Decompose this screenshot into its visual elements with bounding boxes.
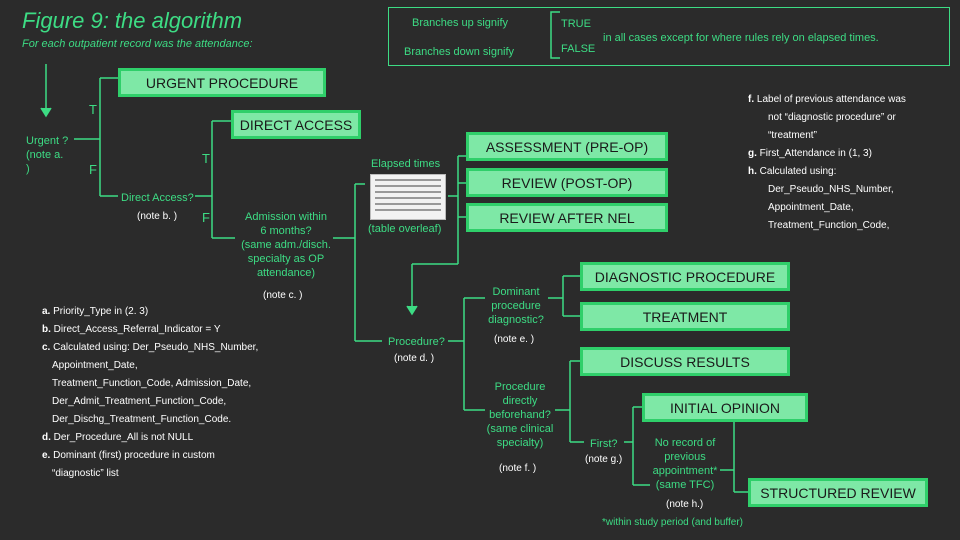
admission-note: (note c. ) bbox=[263, 290, 303, 301]
legend-true: TRUE bbox=[561, 18, 591, 30]
direct-question: Direct Access? bbox=[121, 192, 194, 204]
direct-true-label: T bbox=[202, 151, 210, 166]
urgent-true-label: T bbox=[89, 102, 97, 117]
notes-right: f. Label of previous attendance was not … bbox=[748, 94, 906, 231]
figure-title: Figure 9: the algorithm bbox=[22, 8, 243, 33]
box-treatment: TREATMENT bbox=[580, 302, 790, 331]
direct-false-label: F bbox=[202, 210, 210, 225]
box-discuss-results: DISCUSS RESULTS bbox=[580, 347, 790, 376]
legend-box bbox=[388, 7, 950, 66]
footnote: *within study period (and buffer) bbox=[602, 517, 744, 528]
dominant-note: (note e. ) bbox=[494, 334, 535, 345]
box-structured-review: STRUCTURED REVIEW bbox=[748, 478, 928, 507]
box-review-after-nel: REVIEW AFTER NEL bbox=[466, 203, 668, 232]
procedure-question: Procedure? bbox=[388, 336, 445, 348]
figure-subtitle: For each outpatient record was the atten… bbox=[22, 38, 253, 50]
notes-left: a. Priority_Type in (2. 3) b. Direct_Acc… bbox=[42, 306, 259, 479]
box-urgent-procedure: URGENT PROCEDURE bbox=[118, 68, 326, 97]
before-note: (note f. ) bbox=[499, 463, 537, 474]
legend-false: FALSE bbox=[561, 43, 596, 55]
box-initial-opinion: INITIAL OPINION bbox=[642, 393, 808, 422]
legend-up-label: Branches up signify bbox=[412, 17, 508, 29]
procedure-note: (note d. ) bbox=[394, 353, 435, 364]
urgent-question: Urgent ?(note a.) bbox=[26, 135, 69, 175]
elapsed-times-label: Elapsed times bbox=[371, 158, 441, 170]
table-overleaf-label: (table overleaf) bbox=[368, 223, 442, 235]
box-direct-access: DIRECT ACCESS bbox=[231, 110, 361, 139]
legend-down-label: Branches down signify bbox=[404, 46, 515, 58]
urgent-false-label: F bbox=[89, 162, 97, 177]
first-question: First? bbox=[590, 438, 618, 450]
elapsed-table-thumbnail bbox=[370, 174, 446, 220]
first-note: (note g.) bbox=[585, 454, 623, 465]
direct-note: (note b. ) bbox=[137, 211, 178, 222]
box-diagnostic-procedure: DIAGNOSTIC PROCEDURE bbox=[580, 262, 790, 291]
box-review-post-op: REVIEW (POST-OP) bbox=[466, 168, 668, 197]
legend-note: in all cases except for where rules rely… bbox=[603, 32, 879, 44]
no-record-note: (note h.) bbox=[666, 499, 704, 510]
box-assessment-pre-op: ASSESSMENT (PRE-OP) bbox=[466, 132, 668, 161]
